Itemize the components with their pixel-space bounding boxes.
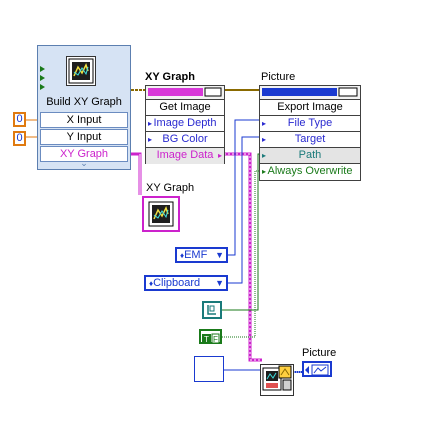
file-type-enum[interactable]: ♦EMF▼	[175, 247, 228, 263]
y-constant[interactable]: 0	[13, 131, 26, 146]
boolean-constant[interactable]: T F	[199, 329, 222, 344]
chevron-down-icon[interactable]: ⌄	[80, 158, 88, 168]
image-data-row[interactable]: Image Data▸	[146, 148, 224, 164]
xy-graph-icon	[66, 56, 96, 86]
build-xy-graph-vi[interactable]: Build XY Graph X Input Y Input XY Graph …	[37, 45, 131, 170]
node-header	[146, 86, 224, 100]
get-image-method: Get Image	[146, 100, 224, 116]
path-constant[interactable]	[202, 301, 222, 319]
xy-graph-terminal-label: XY Graph	[146, 182, 195, 194]
export-image-node[interactable]: Export Image ▸File Type ▸Target ▸Path ▸A…	[259, 85, 361, 181]
file-type-row[interactable]: ▸File Type	[260, 116, 360, 132]
graph-node-label: XY Graph	[145, 71, 195, 83]
picture-indicator-label: Picture	[302, 347, 337, 359]
y-input-terminal[interactable]: Y Input	[40, 129, 128, 145]
image-depth-row[interactable]: ▸Image Depth	[146, 116, 224, 132]
path-icon	[207, 305, 216, 315]
svg-text:T: T	[204, 335, 209, 344]
always-overwrite-row[interactable]: ▸Always Overwrite	[262, 165, 353, 177]
xy-graph-icon	[148, 201, 174, 227]
xy-graph-output-terminal[interactable]: XY Graph	[40, 146, 128, 162]
target-row[interactable]: ▸Target	[260, 132, 360, 148]
export-image-method: Export Image	[260, 100, 360, 116]
svg-text:F: F	[213, 335, 218, 344]
x-input-terminal[interactable]: X Input	[40, 112, 128, 128]
input-arrows-icon	[40, 66, 45, 90]
true-false-icon: T F	[202, 333, 220, 344]
picture-node-label: Picture	[261, 71, 296, 83]
path-row[interactable]: ▸Path	[260, 148, 360, 164]
x-constant[interactable]: 0	[13, 112, 26, 127]
node-header	[260, 86, 360, 100]
picture-indicator[interactable]	[302, 361, 332, 377]
target-enum[interactable]: ♦Clipboard▼	[144, 275, 228, 291]
build-xy-title: Build XY Graph	[46, 96, 122, 108]
picture-indicator-icon	[305, 364, 329, 376]
picture-icon	[262, 365, 292, 391]
get-image-node[interactable]: Get Image ▸Image Depth ▸BG Color Image D…	[145, 85, 225, 164]
xy-graph-terminal[interactable]	[142, 196, 180, 232]
bg-color-row[interactable]: ▸BG Color	[146, 132, 224, 148]
picture-data-box[interactable]	[194, 356, 224, 382]
picture-to-pixmap-vi[interactable]	[260, 364, 294, 396]
